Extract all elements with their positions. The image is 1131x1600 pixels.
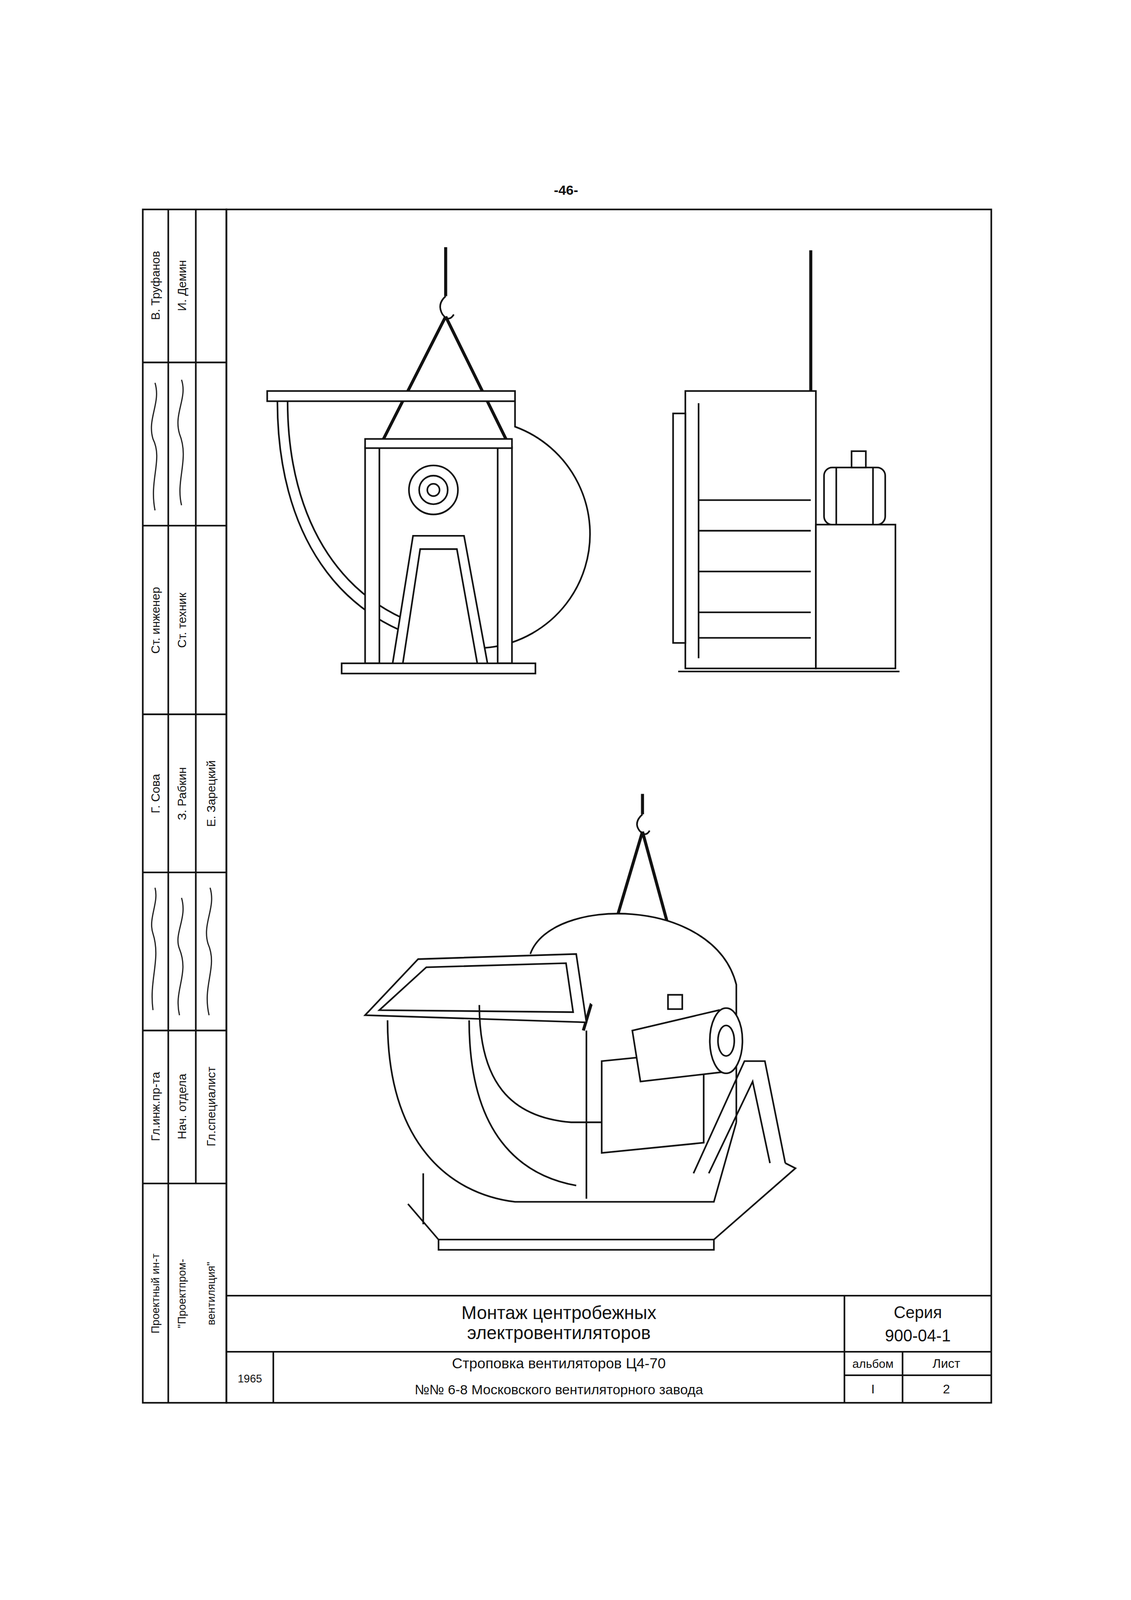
stamp-role: Гл.специалист	[204, 1066, 218, 1147]
fan-side-view-part	[809, 250, 813, 392]
sheet-frame-part	[142, 361, 227, 364]
fan-front-view-part	[402, 549, 478, 664]
fan-front-view-part	[392, 535, 488, 664]
fan-front-view	[267, 247, 591, 674]
fan-isometric-view-part	[640, 793, 644, 815]
stamp-name: Г. Сова	[149, 773, 163, 814]
fan-isometric-view-part	[709, 1007, 743, 1074]
sheet-frame-part	[272, 1351, 275, 1403]
fan-isometric-view-part	[668, 994, 683, 1009]
series-number: 900-04-1	[885, 1327, 951, 1346]
year: 1965	[237, 1372, 262, 1385]
sheet-subtitle: №№ 6-8 Московского вентиляторного завода	[414, 1381, 703, 1397]
sheet-frame-part	[142, 524, 227, 527]
stamp-name: И. Демин	[175, 259, 189, 312]
sheet-label: Лист	[932, 1356, 961, 1371]
sheet-frame-part	[226, 1350, 991, 1353]
fan-front-view-part	[419, 475, 448, 505]
fan-side-view-part	[678, 670, 900, 673]
fan-front-view-part	[497, 446, 512, 664]
sheet-frame-part	[142, 1182, 227, 1185]
sheet-frame-part	[226, 1294, 991, 1297]
fan-side-view-part	[685, 390, 816, 669]
sheet-subtitle: Строповка вентиляторов Ц4-70	[451, 1355, 666, 1372]
stamp-role: Нач. отдела	[175, 1073, 189, 1140]
signatures	[151, 379, 212, 1016]
organization-name: вентиляция"	[205, 1261, 218, 1325]
fan-isometric-view-part	[637, 814, 650, 835]
fan-front-view-part	[267, 390, 515, 401]
stamp-name: З. Рабкин	[175, 767, 189, 820]
sheet-frame-part	[226, 209, 991, 1403]
sheet-frame-part	[142, 871, 227, 874]
fan-front-view-part	[440, 295, 454, 319]
fan-side-view-part	[698, 499, 811, 502]
sheet-frame-part	[142, 209, 227, 1403]
signatures-part	[206, 887, 212, 1016]
fan-isometric-view	[365, 793, 796, 1251]
fan-isometric-view-part	[423, 1030, 587, 1225]
fan-front-view-part	[365, 438, 513, 448]
fan-side-view-part	[815, 524, 896, 669]
fan-front-view-part	[379, 316, 510, 447]
fan-front-view-part	[444, 247, 448, 296]
fan-side-view-part	[673, 413, 686, 643]
fan-side-view-part	[698, 570, 811, 573]
fan-front-view-part	[365, 446, 380, 664]
album-number: I	[871, 1381, 875, 1396]
fan-isometric-view-part	[407, 1162, 796, 1250]
fan-isometric-view-part	[717, 1025, 735, 1056]
organization-name: Проектный ин-т	[149, 1253, 162, 1334]
sheet-title: Монтаж центробежных электровентиляторов	[405, 1302, 712, 1343]
sheet-frame-part	[142, 1029, 227, 1032]
page-number: -46-	[553, 181, 578, 198]
fan-front-view-part	[341, 663, 536, 674]
fan-isometric-view-part	[379, 963, 574, 1012]
sheet-number: 2	[942, 1381, 950, 1396]
sheet-frame	[142, 209, 992, 1403]
signatures-part	[177, 379, 184, 506]
stamp-name: Е. Зарецкий	[204, 760, 218, 827]
fan-isometric-view-part	[469, 1020, 577, 1186]
fan-isometric-view-part	[365, 954, 587, 1023]
signatures-part	[177, 897, 183, 1016]
signatures-part	[151, 382, 157, 511]
fan-side-view-part	[698, 529, 811, 532]
fan-side-view-part	[698, 637, 811, 639]
fan-side-view-part	[698, 611, 811, 614]
album-label: альбом	[852, 1357, 894, 1371]
sheet-frame-part	[844, 1374, 992, 1376]
fan-side-view-part	[824, 467, 886, 525]
stamp-role: Ст. техник	[175, 592, 189, 648]
sheet-frame-part	[167, 209, 170, 1403]
organization-name: "Проектпром-	[176, 1258, 188, 1329]
fan-side-view	[673, 250, 900, 672]
fan-front-view-part	[409, 465, 458, 515]
fan-front-view-part	[427, 483, 440, 497]
stamp-name: В. Труфанов	[149, 250, 163, 321]
stamp-role: Ст. инженер	[149, 586, 163, 654]
series-label: Серия	[893, 1303, 943, 1322]
stamp-role: Гл.инж.пр-та	[149, 1071, 163, 1142]
sheet-frame-part	[195, 209, 198, 1184]
signatures-part	[151, 887, 156, 1010]
sheet-frame-part	[901, 1351, 904, 1403]
sheet-frame-part	[843, 1295, 846, 1403]
fan-side-view-part	[835, 467, 838, 525]
sheet-frame-part	[142, 713, 227, 716]
fan-side-view-part	[851, 451, 866, 468]
fan-side-view-part	[871, 467, 874, 525]
fan-isometric-view-part	[693, 1060, 786, 1173]
